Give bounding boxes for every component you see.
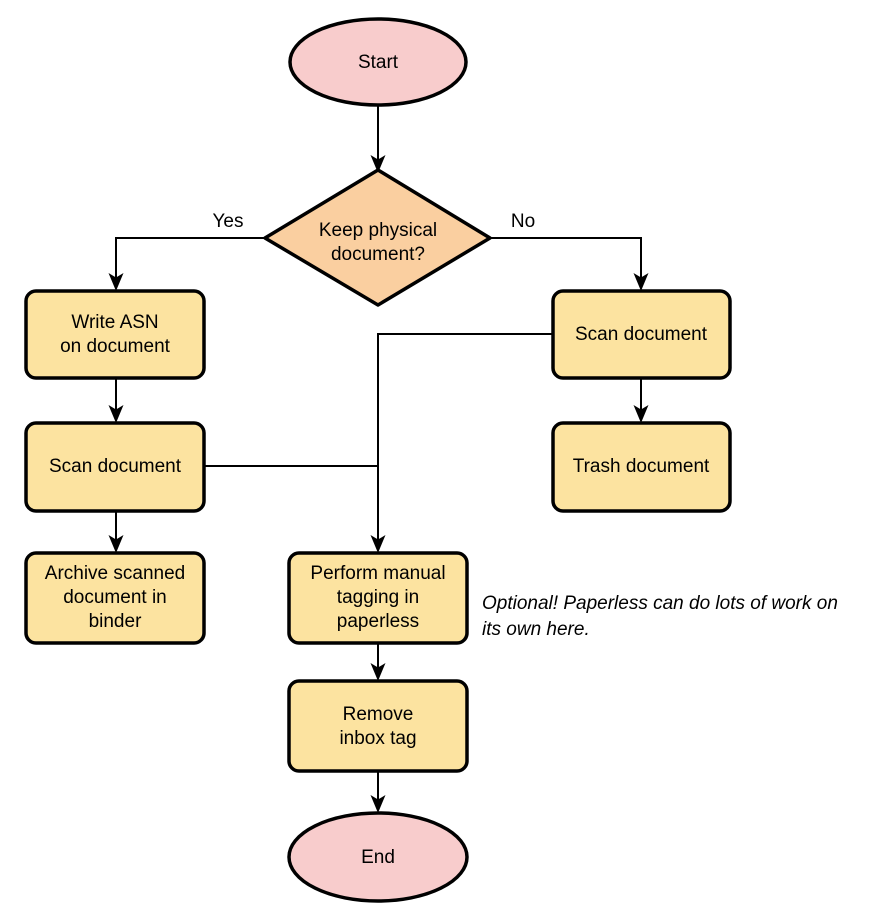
- edge-start-to-decision: [370, 105, 386, 173]
- node-label-end: End: [361, 847, 395, 868]
- node-write-asn[interactable]: Write ASN on document: [24, 289, 206, 380]
- edge-label-no: No: [511, 211, 535, 232]
- node-archive-scanned-document[interactable]: Archive scanned document in binder: [24, 551, 206, 645]
- start-ellipse[interactable]: [288, 17, 468, 107]
- arrowhead-icon: [370, 155, 386, 173]
- annotation-note: Optional! Paperless can do lots of work …: [482, 593, 838, 640]
- note-line-2: its own here.: [482, 619, 590, 640]
- node-label-remove-inbox-line1: Remove: [343, 704, 414, 725]
- node-label-archive-line1: Archive scanned: [45, 563, 185, 584]
- arrowhead-icon: [370, 535, 386, 553]
- decision-diamond[interactable]: [263, 168, 492, 307]
- end-ellipse[interactable]: [287, 811, 469, 903]
- arrowhead-icon: [108, 535, 124, 553]
- node-label-archive-line2: document in: [63, 587, 167, 608]
- node-label-write-asn-line2: on document: [60, 336, 171, 357]
- arrowhead-icon: [633, 405, 649, 423]
- node-scan-document-left[interactable]: Scan document: [24, 421, 206, 513]
- node-label-tagging-line1: Perform manual: [310, 563, 445, 584]
- node-label-start: Start: [358, 52, 399, 73]
- node-perform-manual-tagging[interactable]: Perform manual tagging in paperless: [287, 551, 469, 645]
- node-label-scan-document-left: Scan document: [49, 456, 182, 477]
- write-asn-box[interactable]: [24, 289, 206, 380]
- edge-line: [490, 237, 642, 281]
- node-end[interactable]: End: [287, 811, 469, 903]
- edge-tagging-to-remove-inbox: [370, 643, 386, 681]
- edge-write-asn-to-scan-left: [108, 378, 124, 423]
- tagging-box[interactable]: [287, 551, 469, 645]
- remove-inbox-tag-box[interactable]: [287, 679, 469, 773]
- edge-line: [115, 237, 265, 281]
- node-label-remove-inbox-line2: inbox tag: [339, 728, 416, 749]
- arrowhead-icon: [633, 273, 649, 291]
- edge-decision-yes-to-write-asn: Yes: [108, 211, 265, 291]
- node-label-tagging-line3: paperless: [337, 611, 419, 632]
- edge-decision-no-to-scan-right: No: [490, 211, 649, 291]
- edge-scan-left-to-archive: [108, 511, 124, 553]
- node-label-decision-line1: Keep physical: [319, 220, 437, 241]
- archive-box[interactable]: [24, 551, 206, 645]
- node-label-trash-document: Trash document: [573, 456, 710, 477]
- edge-label-yes: Yes: [213, 211, 244, 232]
- node-decision-keep-physical-document[interactable]: Keep physical document?: [263, 168, 492, 307]
- note-line-1: Optional! Paperless can do lots of work …: [482, 593, 838, 614]
- edge-remove-inbox-to-end: [370, 771, 386, 813]
- edge-scan-right-to-trash: [633, 378, 649, 423]
- scan-document-right-box[interactable]: [551, 289, 732, 380]
- node-label-archive-line3: binder: [89, 611, 142, 632]
- node-label-tagging-line2: tagging in: [337, 587, 419, 608]
- node-label-scan-document-right: Scan document: [575, 324, 708, 345]
- scan-document-left-box[interactable]: [24, 421, 206, 513]
- arrowhead-icon: [370, 663, 386, 681]
- arrowhead-icon: [108, 405, 124, 423]
- node-remove-inbox-tag[interactable]: Remove inbox tag: [287, 679, 469, 773]
- node-label-decision-line2: document?: [331, 244, 425, 265]
- trash-document-box[interactable]: [551, 421, 732, 513]
- node-label-write-asn-line1: Write ASN: [71, 312, 158, 333]
- node-scan-document-right[interactable]: Scan document: [551, 289, 732, 380]
- arrowhead-icon: [370, 795, 386, 813]
- edge-scan-right-to-tagging: [377, 333, 553, 543]
- node-start[interactable]: Start: [288, 17, 468, 107]
- arrowhead-icon: [108, 273, 124, 291]
- node-trash-document[interactable]: Trash document: [551, 421, 732, 513]
